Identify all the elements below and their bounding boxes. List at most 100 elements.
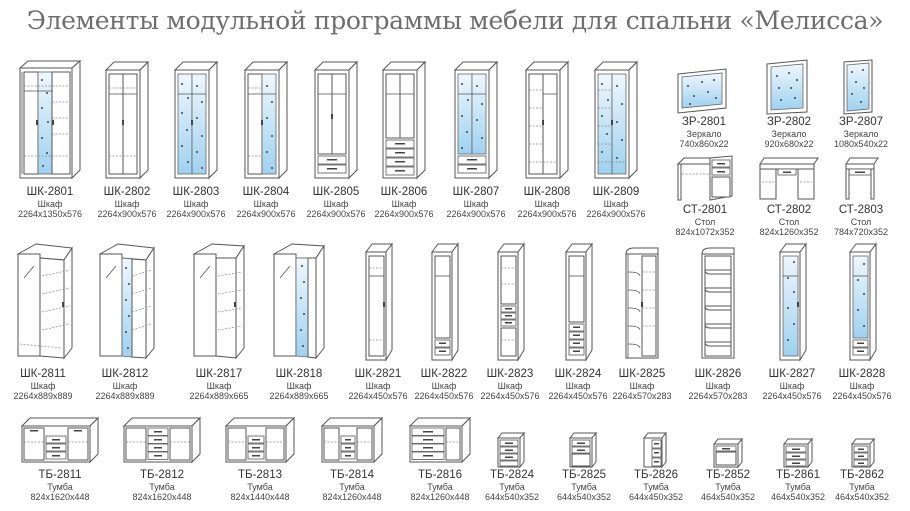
catalog-item-st-2803[interactable]: СТ-2803 Стол 784x720x352 — [833, 152, 889, 238]
catalog-item-tb-2814[interactable]: ТБ-2814 Тумба 824x1260x448 — [318, 414, 386, 511]
catalog-item-zr-2802[interactable]: ЗР-2802 Зеркало 920x680x22 — [761, 58, 817, 152]
catalog-item-shk-2828[interactable]: ШК-2828 Шкаф 2264x450x576 — [832, 240, 892, 401]
nightstand-low-drawing — [712, 437, 744, 469]
item-dimensions: 2264x900x576 — [97, 209, 157, 219]
item-type: Шкаф — [603, 199, 629, 209]
item-dimensions: 824x1620x448 — [30, 492, 90, 502]
catalog-item-tb-2813[interactable]: ТБ-2813 Тумба 824x1440x448 — [222, 414, 298, 511]
item-type: Шкаф — [286, 381, 312, 391]
corner-wardrobe-drawing — [16, 243, 73, 360]
catalog-item-shk-2801[interactable]: ШК-2801 Шкаф 2264x1350x576 — [14, 58, 86, 219]
item-type: Шкаф — [391, 199, 417, 209]
catalog-item-shk-2825[interactable]: ШК-2825 Шкаф 2264x570x283 — [612, 240, 672, 401]
item-dimensions: 2264x450x576 — [348, 391, 408, 401]
item-code: ШК-2807 — [452, 186, 500, 198]
open-shelving-drawing — [701, 247, 735, 359]
item-code: ТБ-2813 — [238, 469, 282, 481]
item-type: Шкаф — [114, 199, 140, 209]
catalog-item-tb-2826[interactable]: ТБ-2826 Тумба 644x450x352 — [629, 430, 683, 511]
item-code: ШК-2812 — [101, 368, 149, 380]
catalog-item-tb-2862[interactable]: ТБ-2862 Тумба 464x540x352 — [835, 436, 889, 511]
item-code: ЗР-2807 — [838, 116, 884, 128]
catalog-item-shk-2812[interactable]: ШК-2812 Шкаф 2264x889x889 — [92, 240, 158, 401]
item-code: ТБ-2824 — [490, 469, 534, 481]
item-code: ШК-2821 — [354, 368, 402, 380]
item-type: Тумба — [427, 482, 453, 492]
item-type: Шкаф — [497, 381, 523, 391]
item-code: ТБ-2811 — [38, 469, 82, 481]
catalog-item-shk-2809[interactable]: ШК-2809 Шкаф 2264x900x576 — [586, 58, 646, 219]
item-type: Зеркало — [771, 129, 807, 139]
wardrobe-2door-glass-2drawer-drawing — [453, 60, 499, 180]
catalog-item-zr-2801[interactable]: ЗР-2801 Зеркало 740x860x22 — [676, 66, 732, 152]
narrow-wardrobe-glass-2drawer-drawing — [849, 242, 877, 362]
catalog-item-shk-2802[interactable]: ШК-2802 Шкаф 2264x900x576 — [97, 58, 157, 219]
nightstand-4drawer-drawing — [496, 431, 526, 469]
item-dimensions: 2264x889x889 — [95, 391, 155, 401]
catalog-item-tb-2811[interactable]: ТБ-2811 Тумба 824x1620x448 — [18, 414, 102, 511]
catalog-item-zr-2807[interactable]: ЗР-2807 Зеркало 1080x540x22 — [834, 58, 888, 152]
catalog-item-st-2801[interactable]: СТ-2801 Стол 824x1072x352 — [674, 152, 736, 238]
item-dimensions: 2264x570x283 — [688, 391, 748, 401]
item-code: ШК-2824 — [554, 368, 602, 380]
item-type: Шкаф — [183, 199, 209, 209]
catalog-item-tb-2812[interactable]: ТБ-2812 Тумба 824x1620x448 — [120, 414, 204, 511]
item-type: Шкаф — [705, 381, 731, 391]
chest-2door-3drawer-small-drawing — [320, 416, 384, 464]
catalog-item-tb-2861[interactable]: ТБ-2861 Тумба 464x540x352 — [771, 436, 825, 511]
item-dimensions: 784x720x352 — [833, 227, 889, 237]
catalog-item-shk-2806[interactable]: ШК-2806 Шкаф 2264x900x576 — [374, 58, 434, 219]
wardrobe-2door-4drawer-drawing — [381, 60, 427, 180]
item-code: ШК-2801 — [26, 186, 74, 198]
catalog-item-shk-2803[interactable]: ШК-2803 Шкаф 2264x900x576 — [166, 58, 226, 219]
item-dimensions: 2264x889x889 — [13, 391, 73, 401]
item-type: Шкаф — [30, 381, 56, 391]
catalog-item-shk-2827[interactable]: ШК-2827 Шкаф 2264x450x576 — [762, 240, 822, 401]
item-code: ШК-2804 — [242, 186, 290, 198]
item-code: ЗР-2801 — [681, 116, 727, 128]
item-dimensions: 824x1260x352 — [759, 227, 819, 237]
item-dimensions: 464x540x352 — [770, 492, 826, 502]
item-type: Шкаф — [849, 381, 875, 391]
catalog-item-shk-2822[interactable]: ШК-2822 Шкаф 2264x450x576 — [414, 240, 474, 401]
catalog-item-shk-2804[interactable]: ШК-2804 Шкаф 2264x900x576 — [236, 58, 296, 219]
catalog-item-shk-2807[interactable]: ШК-2807 Шкаф 2264x900x576 — [446, 58, 506, 219]
catalog-item-shk-2823[interactable]: ШК-2823 Шкаф 2264x450x576 — [480, 240, 540, 401]
corner-wardrobe-narrow-drawing — [192, 243, 245, 360]
catalog-item-tb-2816[interactable]: ТБ-2816 Тумба 824x1260x448 — [406, 414, 474, 511]
item-type: Тумба — [715, 482, 741, 492]
item-code: ШК-2805 — [312, 186, 360, 198]
catalog-item-shk-2821[interactable]: ШК-2821 Шкаф 2264x450x576 — [348, 240, 408, 401]
catalog-item-tb-2824[interactable]: ТБ-2824 Тумба 644x540x352 — [485, 430, 539, 511]
chest-2door-3drawer-medium-drawing — [224, 416, 296, 464]
item-code: ШК-2817 — [195, 368, 243, 380]
item-type: Шкаф — [534, 199, 560, 209]
catalog-item-shk-2826[interactable]: ШК-2826 Шкаф 2264x570x283 — [688, 240, 748, 401]
catalog-item-tb-2852[interactable]: ТБ-2852 Тумба 464x540x352 — [701, 436, 755, 511]
catalog-item-st-2802[interactable]: СТ-2802 Стол 824x1260x352 — [756, 152, 822, 238]
item-type: Тумба — [339, 482, 365, 492]
item-code: СТ-2802 — [766, 204, 812, 216]
wardrobe-2door-half-glass-drawing — [243, 60, 289, 180]
catalog-item-shk-2817[interactable]: ШК-2817 Шкаф 2264x889x665 — [186, 240, 252, 401]
catalog-item-shk-2824[interactable]: ШК-2824 Шкаф 2264x450x576 — [548, 240, 608, 401]
catalog-item-shk-2818[interactable]: ШК-2818 Шкаф 2264x889x665 — [266, 240, 332, 401]
item-dimensions: 824x1260x448 — [410, 492, 470, 502]
item-type: Тумба — [247, 482, 273, 492]
item-type: Шкаф — [629, 381, 655, 391]
chest-2door-3drawer-drawing — [20, 416, 100, 464]
shelving-with-door-drawing — [625, 247, 659, 359]
catalog-item-shk-2805[interactable]: ШК-2805 Шкаф 2264x900x576 — [306, 58, 366, 219]
item-code: ШК-2823 — [486, 368, 534, 380]
item-dimensions: 920x680x22 — [764, 139, 814, 149]
desk-double-pedestal-drawing — [759, 157, 819, 200]
catalog-item-shk-2808[interactable]: ШК-2808 Шкаф 2264x900x576 — [517, 58, 577, 219]
wardrobe-shelves-drawing — [524, 60, 570, 180]
item-type: Шкаф — [206, 381, 232, 391]
item-dimensions: 464x540x352 — [834, 492, 890, 502]
item-code: ТБ-2862 — [840, 469, 884, 481]
item-type: Тумба — [47, 482, 73, 492]
catalog-item-shk-2811[interactable]: ШК-2811 Шкаф 2264x889x889 — [10, 240, 76, 401]
item-dimensions: 2264x889x665 — [269, 391, 329, 401]
catalog-item-tb-2825[interactable]: ТБ-2825 Тумба 644x540x352 — [557, 430, 611, 511]
